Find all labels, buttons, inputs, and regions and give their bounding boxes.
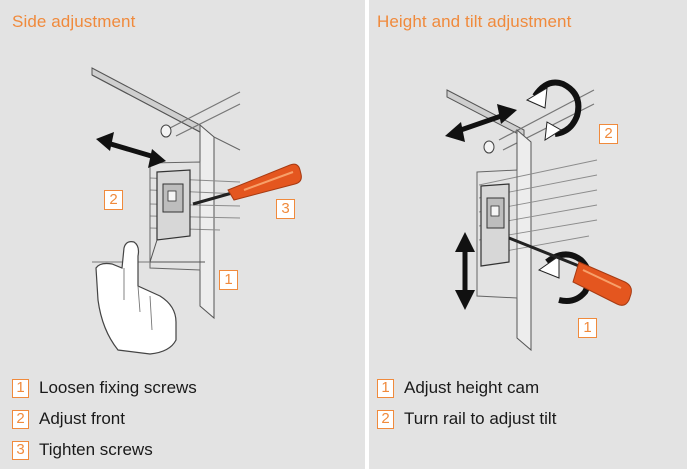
legend-number: 2 (12, 409, 29, 429)
legend-text: Tighten screws (39, 440, 153, 459)
height-tilt-illustration (445, 79, 632, 352)
legend-item: 1 Adjust height cam (377, 373, 556, 403)
legend-text: Turn rail to adjust tilt (404, 409, 557, 428)
legend-number: 3 (12, 440, 29, 460)
legend-text: Adjust front (39, 409, 125, 428)
legend-text: Loosen fixing screws (39, 378, 197, 397)
legend-item: 3 Tighten screws (12, 435, 197, 465)
side-adjustment-title: Side adjustment (12, 12, 136, 31)
height-tilt-legend: 1 Adjust height cam 2 Turn rail to adjus… (377, 373, 556, 435)
legend-item: 2 Adjust front (12, 404, 197, 434)
callout-2: 2 (599, 124, 618, 144)
legend-number: 2 (377, 409, 394, 429)
callout-3: 3 (276, 199, 295, 219)
legend-item: 2 Turn rail to adjust tilt (377, 404, 556, 434)
height-tilt-panel: Height and tilt adjustment (369, 0, 687, 469)
legend-text: Adjust height cam (404, 378, 540, 397)
side-adjustment-panel: Side adjustment (0, 0, 365, 469)
legend-item: 1 Loosen fixing screws (12, 373, 197, 403)
callout-1: 1 (578, 318, 597, 338)
callout-2: 2 (104, 190, 123, 210)
callout-1: 1 (219, 270, 238, 290)
legend-number: 1 (377, 378, 394, 398)
side-adjustment-illustration (91, 67, 302, 355)
height-tilt-title: Height and tilt adjustment (377, 12, 572, 31)
legend-number: 1 (12, 378, 29, 398)
side-adjustment-legend: 1 Loosen fixing screws 2 Adjust front 3 … (12, 373, 197, 466)
